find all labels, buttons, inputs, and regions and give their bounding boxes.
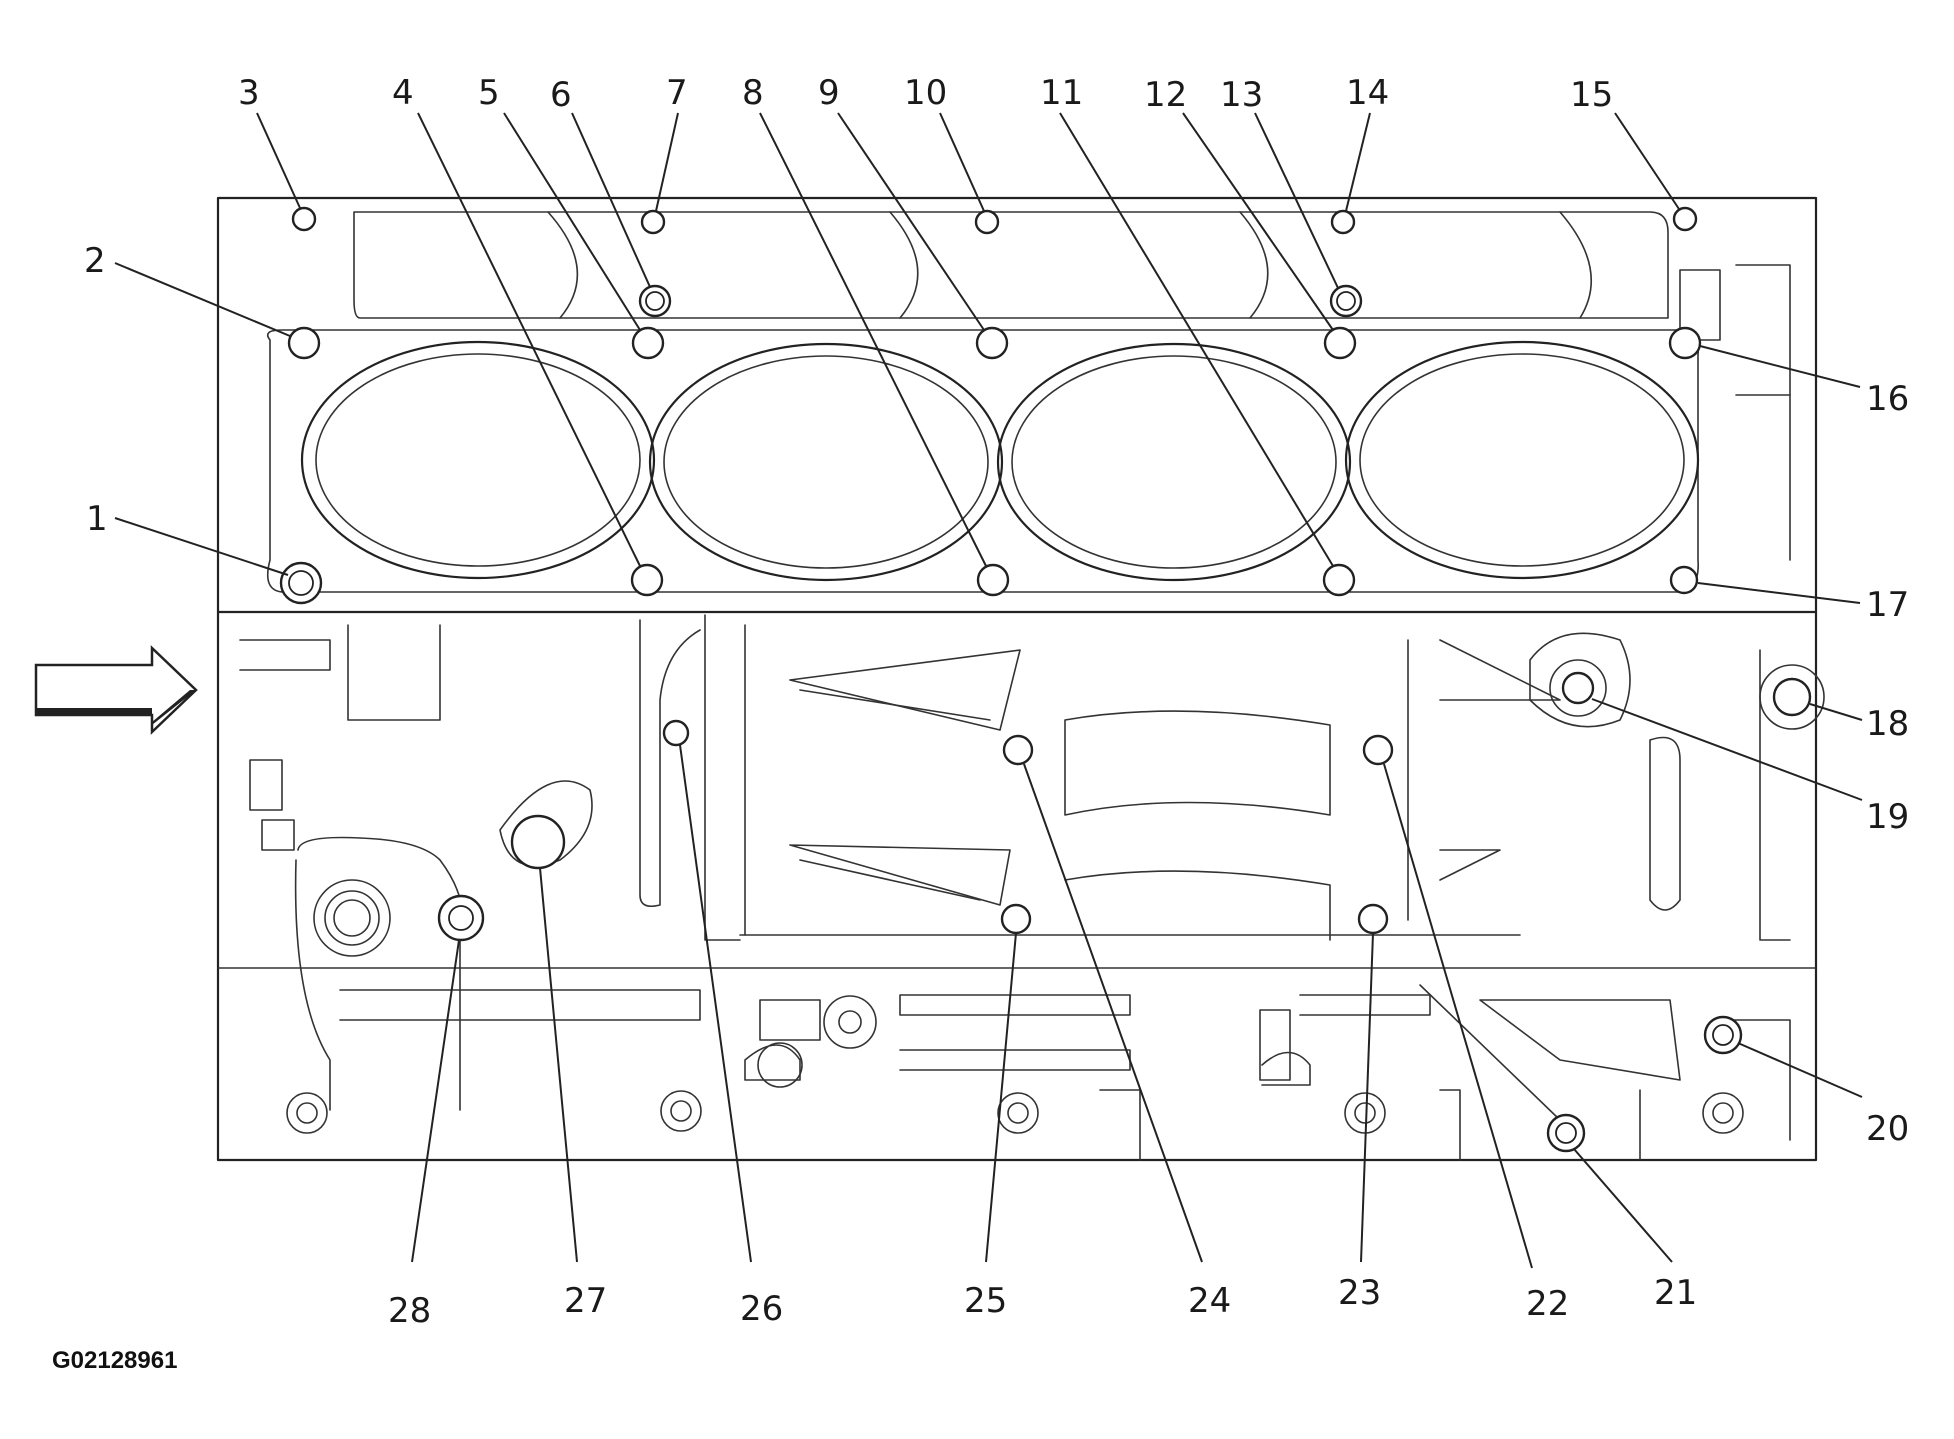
bolt-hole-14: [1330, 209, 1356, 235]
callout-11: 11: [1040, 73, 1083, 113]
callout-9: 9: [818, 73, 840, 113]
cylinder-bore-3: [996, 342, 1352, 582]
callout-2: 2: [84, 241, 106, 281]
callout-27: 27: [564, 1281, 607, 1321]
callout-18: 18: [1866, 704, 1909, 744]
callout-7: 7: [666, 73, 688, 113]
callout-24: 24: [1188, 1281, 1231, 1321]
callout-5: 5: [478, 73, 500, 113]
callout-26: 26: [740, 1289, 783, 1329]
bolt-hole-26: [662, 719, 690, 747]
bolt-hole-8: [976, 563, 1010, 597]
callout-23: 23: [1338, 1273, 1381, 1313]
callout-10: 10: [904, 73, 947, 113]
leader-lines: [114, 112, 1863, 1269]
callout-labels: 1 2 3 4 5 6 7 8 9 10 11 12 13 14 15 16 1…: [84, 73, 1909, 1331]
callout-1: 1: [86, 499, 108, 539]
callout-14: 14: [1346, 73, 1389, 113]
bolt-hole-12: [1323, 326, 1357, 360]
callout-12: 12: [1144, 75, 1187, 115]
bolt-holes: [279, 206, 1812, 1153]
cylinder-deck: [266, 211, 1791, 593]
callout-25: 25: [964, 1281, 1007, 1321]
callout-3: 3: [238, 73, 260, 113]
cylinder-bore-2: [648, 342, 1004, 582]
arrow-right-icon: [34, 645, 198, 735]
callout-20: 20: [1866, 1109, 1909, 1149]
callout-28: 28: [388, 1291, 431, 1331]
bolt-hole-7: [640, 209, 666, 235]
bolt-hole-25: [1000, 903, 1032, 935]
bolt-hole-3: [291, 206, 317, 232]
callout-13: 13: [1220, 75, 1263, 115]
figure-id: G02128961: [52, 1347, 177, 1374]
callout-17: 17: [1866, 585, 1909, 625]
callout-8: 8: [742, 73, 764, 113]
bolt-hole-9: [975, 326, 1009, 360]
bolt-hole-15: [1672, 206, 1698, 232]
bolt-hole-17: [1669, 565, 1699, 595]
bolt-hole-22: [1362, 734, 1394, 766]
callout-16: 16: [1866, 379, 1909, 419]
bolt-hole-19: [1561, 671, 1595, 705]
cylinder-bore-4: [1344, 340, 1700, 580]
bolt-hole-4: [630, 563, 664, 597]
cylinder-bore-1: [300, 340, 656, 580]
callout-4: 4: [392, 73, 414, 113]
bolt-hole-16: [1668, 326, 1702, 360]
bolt-hole-18: [1772, 677, 1812, 717]
bolt-hole-11: [1322, 563, 1356, 597]
callout-19: 19: [1866, 797, 1909, 837]
bolt-hole-5: [631, 326, 665, 360]
callout-6: 6: [550, 75, 572, 115]
bolt-hole-10: [974, 209, 1000, 235]
callout-15: 15: [1570, 75, 1613, 115]
callout-21: 21: [1654, 1273, 1697, 1313]
bolt-hole-2: [287, 326, 321, 360]
bolt-hole-23: [1357, 903, 1389, 935]
bolt-hole-27: [510, 814, 566, 870]
callout-22: 22: [1526, 1284, 1569, 1324]
engine-block-outline: [216, 196, 1818, 1162]
bolt-hole-24: [1002, 734, 1034, 766]
